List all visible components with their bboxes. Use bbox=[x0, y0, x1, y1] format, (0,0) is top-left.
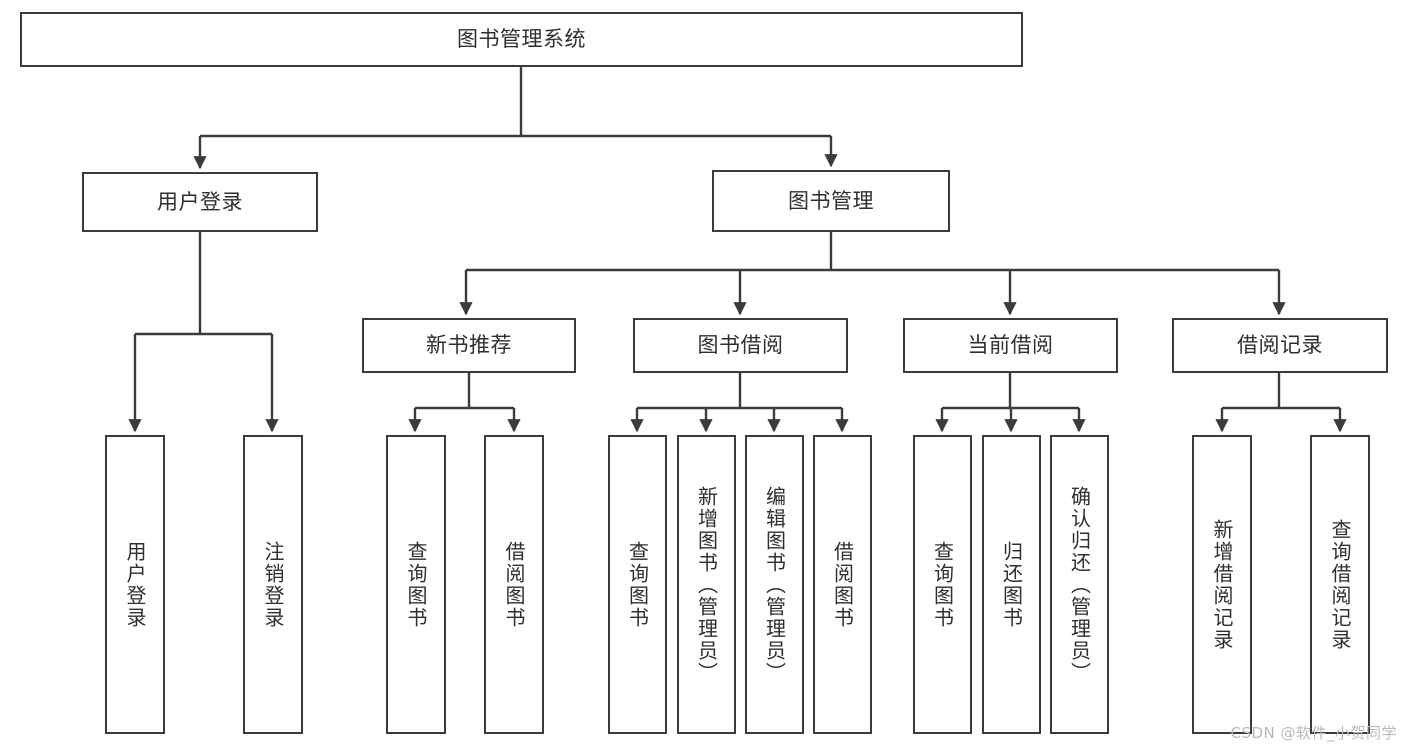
node-user-logout[interactable]: 注销登录 bbox=[243, 435, 303, 734]
node-root[interactable]: 图书管理系统 bbox=[20, 12, 1023, 67]
node-user-login-do[interactable]: 用户登录 bbox=[105, 435, 165, 734]
node-current-confirm-return[interactable]: 确认归还（管理员） bbox=[1050, 435, 1109, 734]
node-borrow-borrow-book-label: 借阅图书 bbox=[830, 540, 855, 629]
node-new-book-recommend[interactable]: 新书推荐 bbox=[362, 318, 576, 373]
node-borrow-edit-book[interactable]: 编辑图书（管理员） bbox=[745, 435, 804, 734]
node-current-return-book[interactable]: 归还图书 bbox=[982, 435, 1041, 734]
node-current-borrow-label: 当前借阅 bbox=[967, 333, 1054, 358]
node-root-label: 图书管理系统 bbox=[457, 27, 586, 52]
node-current-return-book-label: 归还图书 bbox=[999, 540, 1024, 629]
node-new-book-recommend-label: 新书推荐 bbox=[426, 333, 512, 358]
node-borrow-record-label: 借阅记录 bbox=[1237, 333, 1323, 358]
node-recommend-query-book-label: 查询图书 bbox=[404, 540, 428, 629]
node-record-query-label: 查询借阅记录 bbox=[1328, 518, 1352, 651]
node-user-login-label: 用户登录 bbox=[157, 189, 243, 214]
node-book-borrow-label: 图书借阅 bbox=[697, 333, 784, 358]
node-borrow-query-book-label: 查询图书 bbox=[625, 540, 650, 629]
node-current-query-book-label: 查询图书 bbox=[930, 540, 955, 629]
node-book-manage-label: 图书管理 bbox=[788, 188, 874, 213]
node-borrow-add-book-label: 新增图书（管理员） bbox=[694, 485, 719, 684]
node-borrow-query-book[interactable]: 查询图书 bbox=[608, 435, 667, 734]
node-record-add-label: 新增借阅记录 bbox=[1210, 518, 1234, 651]
node-record-add[interactable]: 新增借阅记录 bbox=[1192, 435, 1252, 734]
node-borrow-record[interactable]: 借阅记录 bbox=[1172, 318, 1388, 373]
node-user-login[interactable]: 用户登录 bbox=[82, 172, 318, 232]
node-borrow-borrow-book[interactable]: 借阅图书 bbox=[813, 435, 872, 734]
node-book-manage[interactable]: 图书管理 bbox=[712, 170, 950, 232]
node-borrow-add-book[interactable]: 新增图书（管理员） bbox=[677, 435, 736, 734]
node-record-query[interactable]: 查询借阅记录 bbox=[1310, 435, 1370, 734]
watermark: CSDN @软件_小贺同学 bbox=[1230, 724, 1397, 742]
node-recommend-borrow-book-label: 借阅图书 bbox=[502, 540, 526, 629]
node-user-login-do-label: 用户登录 bbox=[123, 540, 147, 629]
node-recommend-query-book[interactable]: 查询图书 bbox=[386, 435, 446, 734]
node-current-confirm-return-label: 确认归还（管理员） bbox=[1067, 485, 1092, 684]
node-current-query-book[interactable]: 查询图书 bbox=[913, 435, 972, 734]
node-user-logout-label: 注销登录 bbox=[261, 540, 285, 629]
node-recommend-borrow-book[interactable]: 借阅图书 bbox=[484, 435, 544, 734]
node-book-borrow[interactable]: 图书借阅 bbox=[633, 318, 848, 373]
node-current-borrow[interactable]: 当前借阅 bbox=[903, 318, 1118, 373]
node-borrow-edit-book-label: 编辑图书（管理员） bbox=[762, 485, 787, 684]
